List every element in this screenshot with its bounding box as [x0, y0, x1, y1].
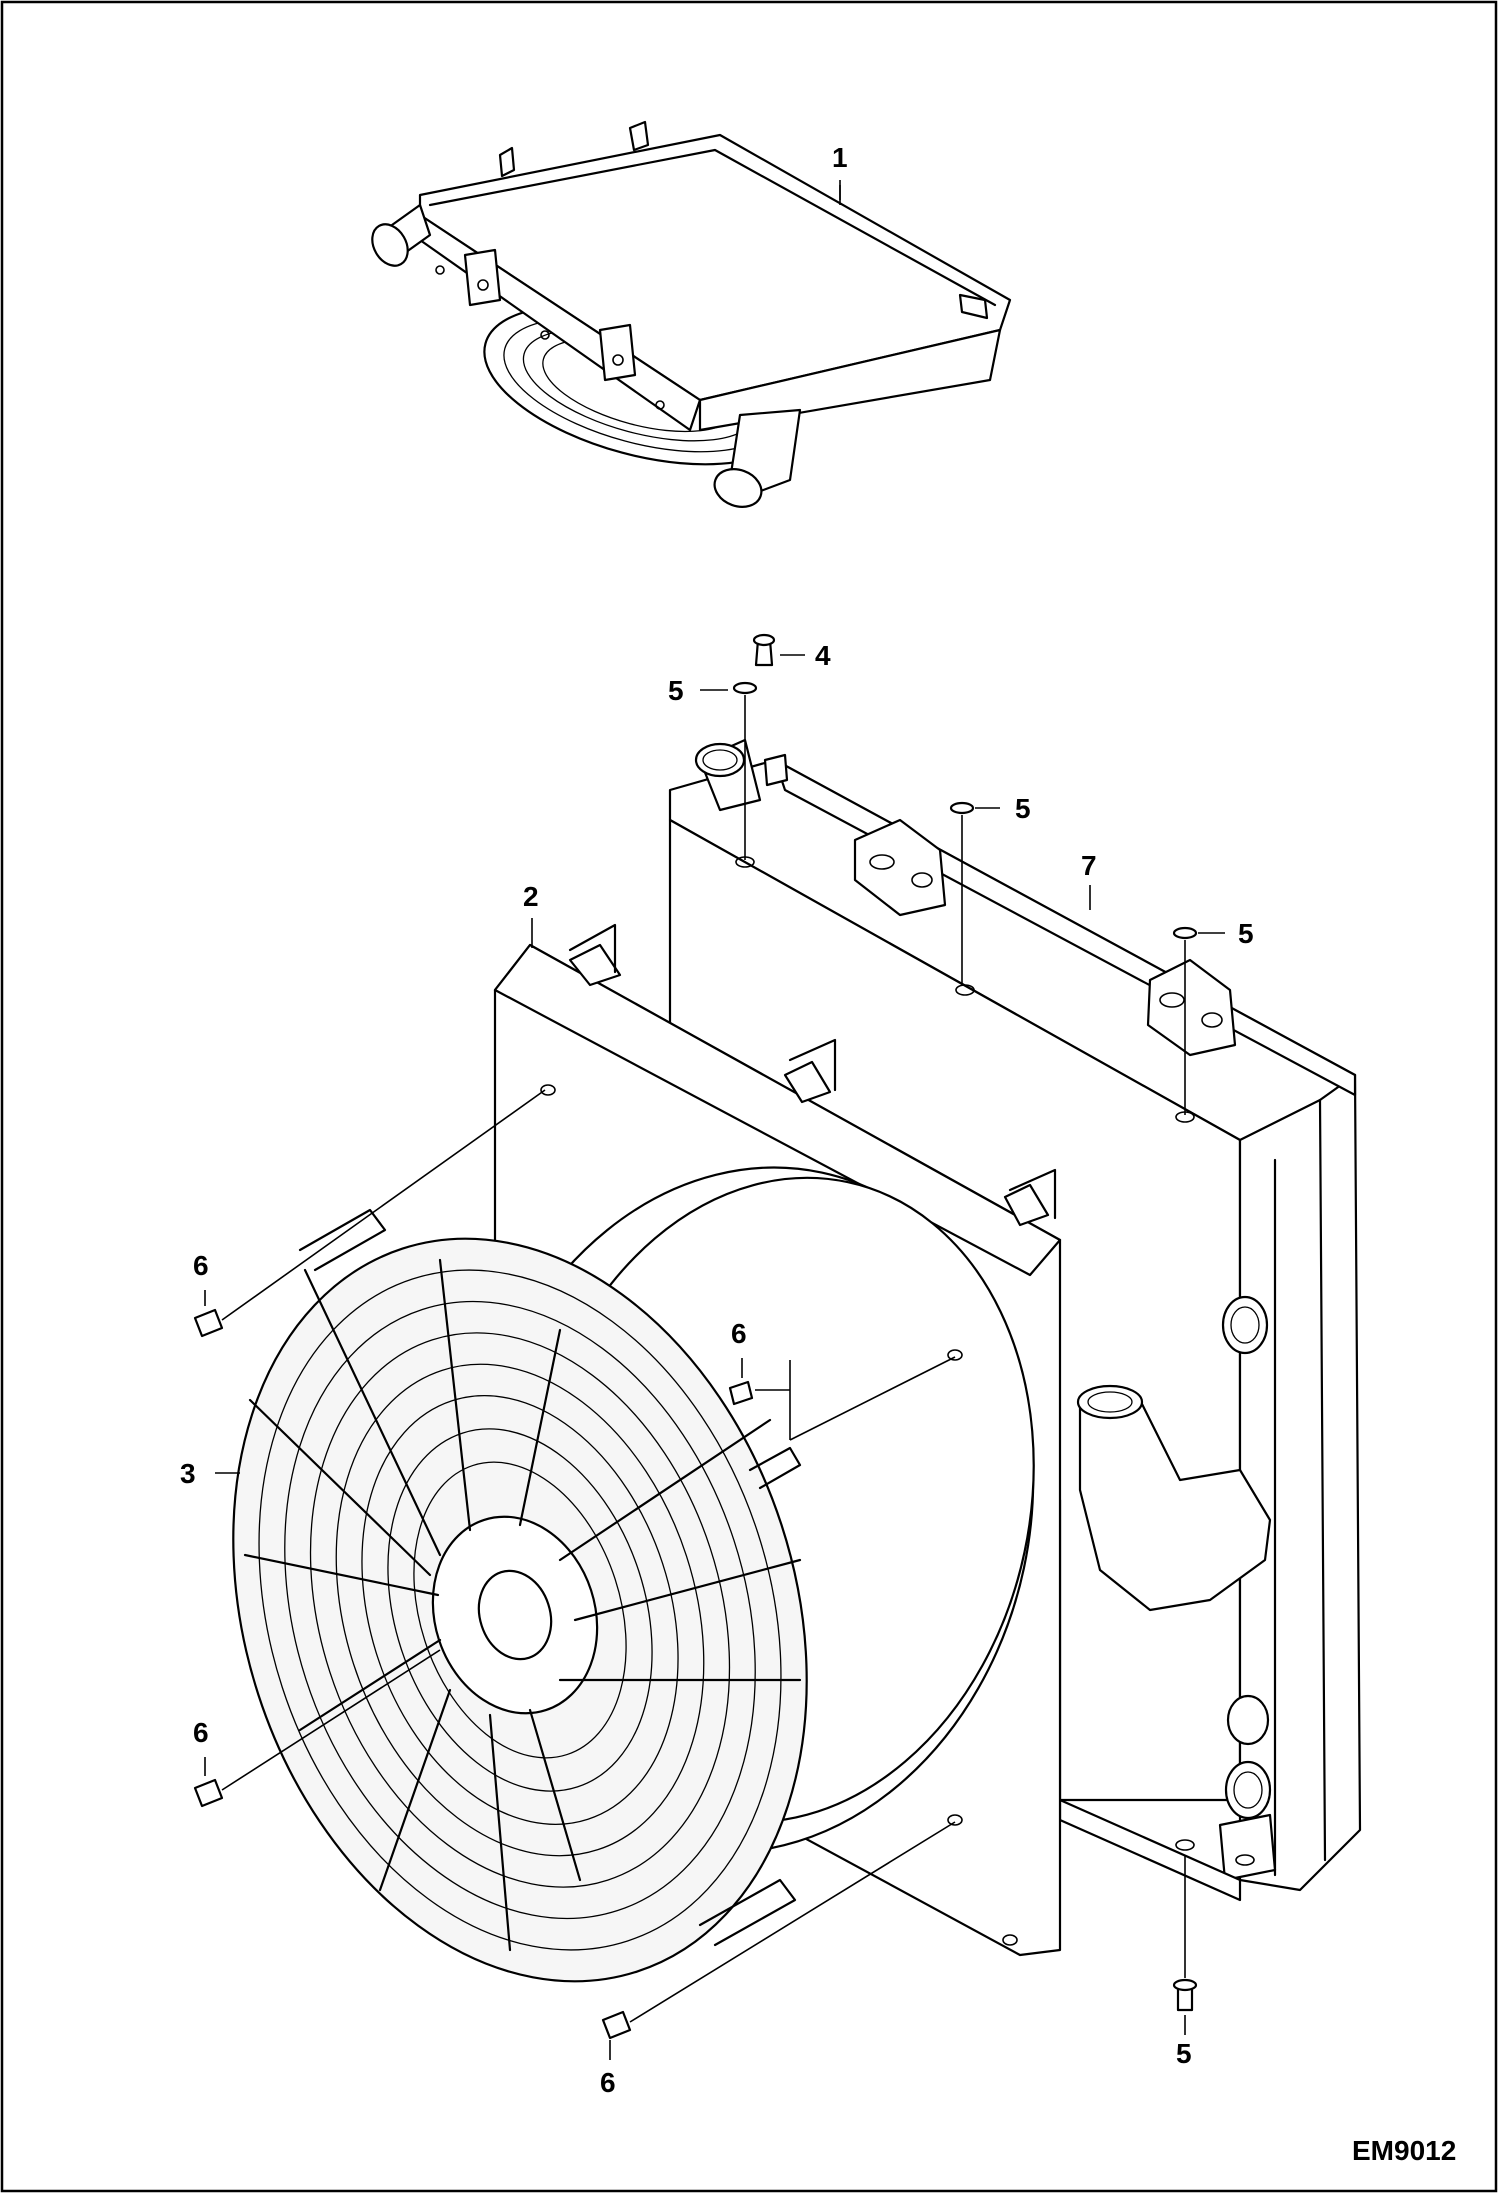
bolt-6-a: [193, 1308, 224, 1338]
callout-6-upper-left: 6: [193, 1250, 209, 1281]
screw-5-c: [1172, 926, 1198, 940]
callout-3: 3: [180, 1458, 196, 1489]
callout-6-bottom: 6: [600, 2067, 616, 2098]
cooler-assembly-overview: [371, 120, 1012, 508]
screw-5-a: [732, 681, 758, 695]
bolt-6-b: [728, 1380, 754, 1406]
callout-labels: 1 2 3 4 5 5 5 5 6 6 6 6 7 EM9012: [180, 142, 1456, 2166]
callout-5-right: 5: [1238, 918, 1254, 949]
callout-5-top-left: 5: [668, 675, 684, 706]
leader-lines: [204, 185, 1225, 2060]
bolt-6-d: [601, 2010, 632, 2040]
callout-6-center: 6: [731, 1318, 747, 1349]
callout-7: 7: [1081, 850, 1097, 881]
callout-2: 2: [523, 881, 539, 912]
callout-1: 1: [832, 142, 848, 173]
callout-5-bottom: 5: [1176, 2038, 1192, 2069]
drawing-code: EM9012: [1352, 2135, 1456, 2166]
callout-5-mid: 5: [1015, 793, 1031, 824]
fasteners: [193, 633, 1198, 2040]
callout-4: 4: [815, 640, 831, 671]
bolt-6-c: [193, 1778, 224, 1808]
screw-5-b: [949, 801, 975, 815]
callout-6-lower-left: 6: [193, 1717, 209, 1748]
fan-guard: [232, 1208, 808, 1983]
